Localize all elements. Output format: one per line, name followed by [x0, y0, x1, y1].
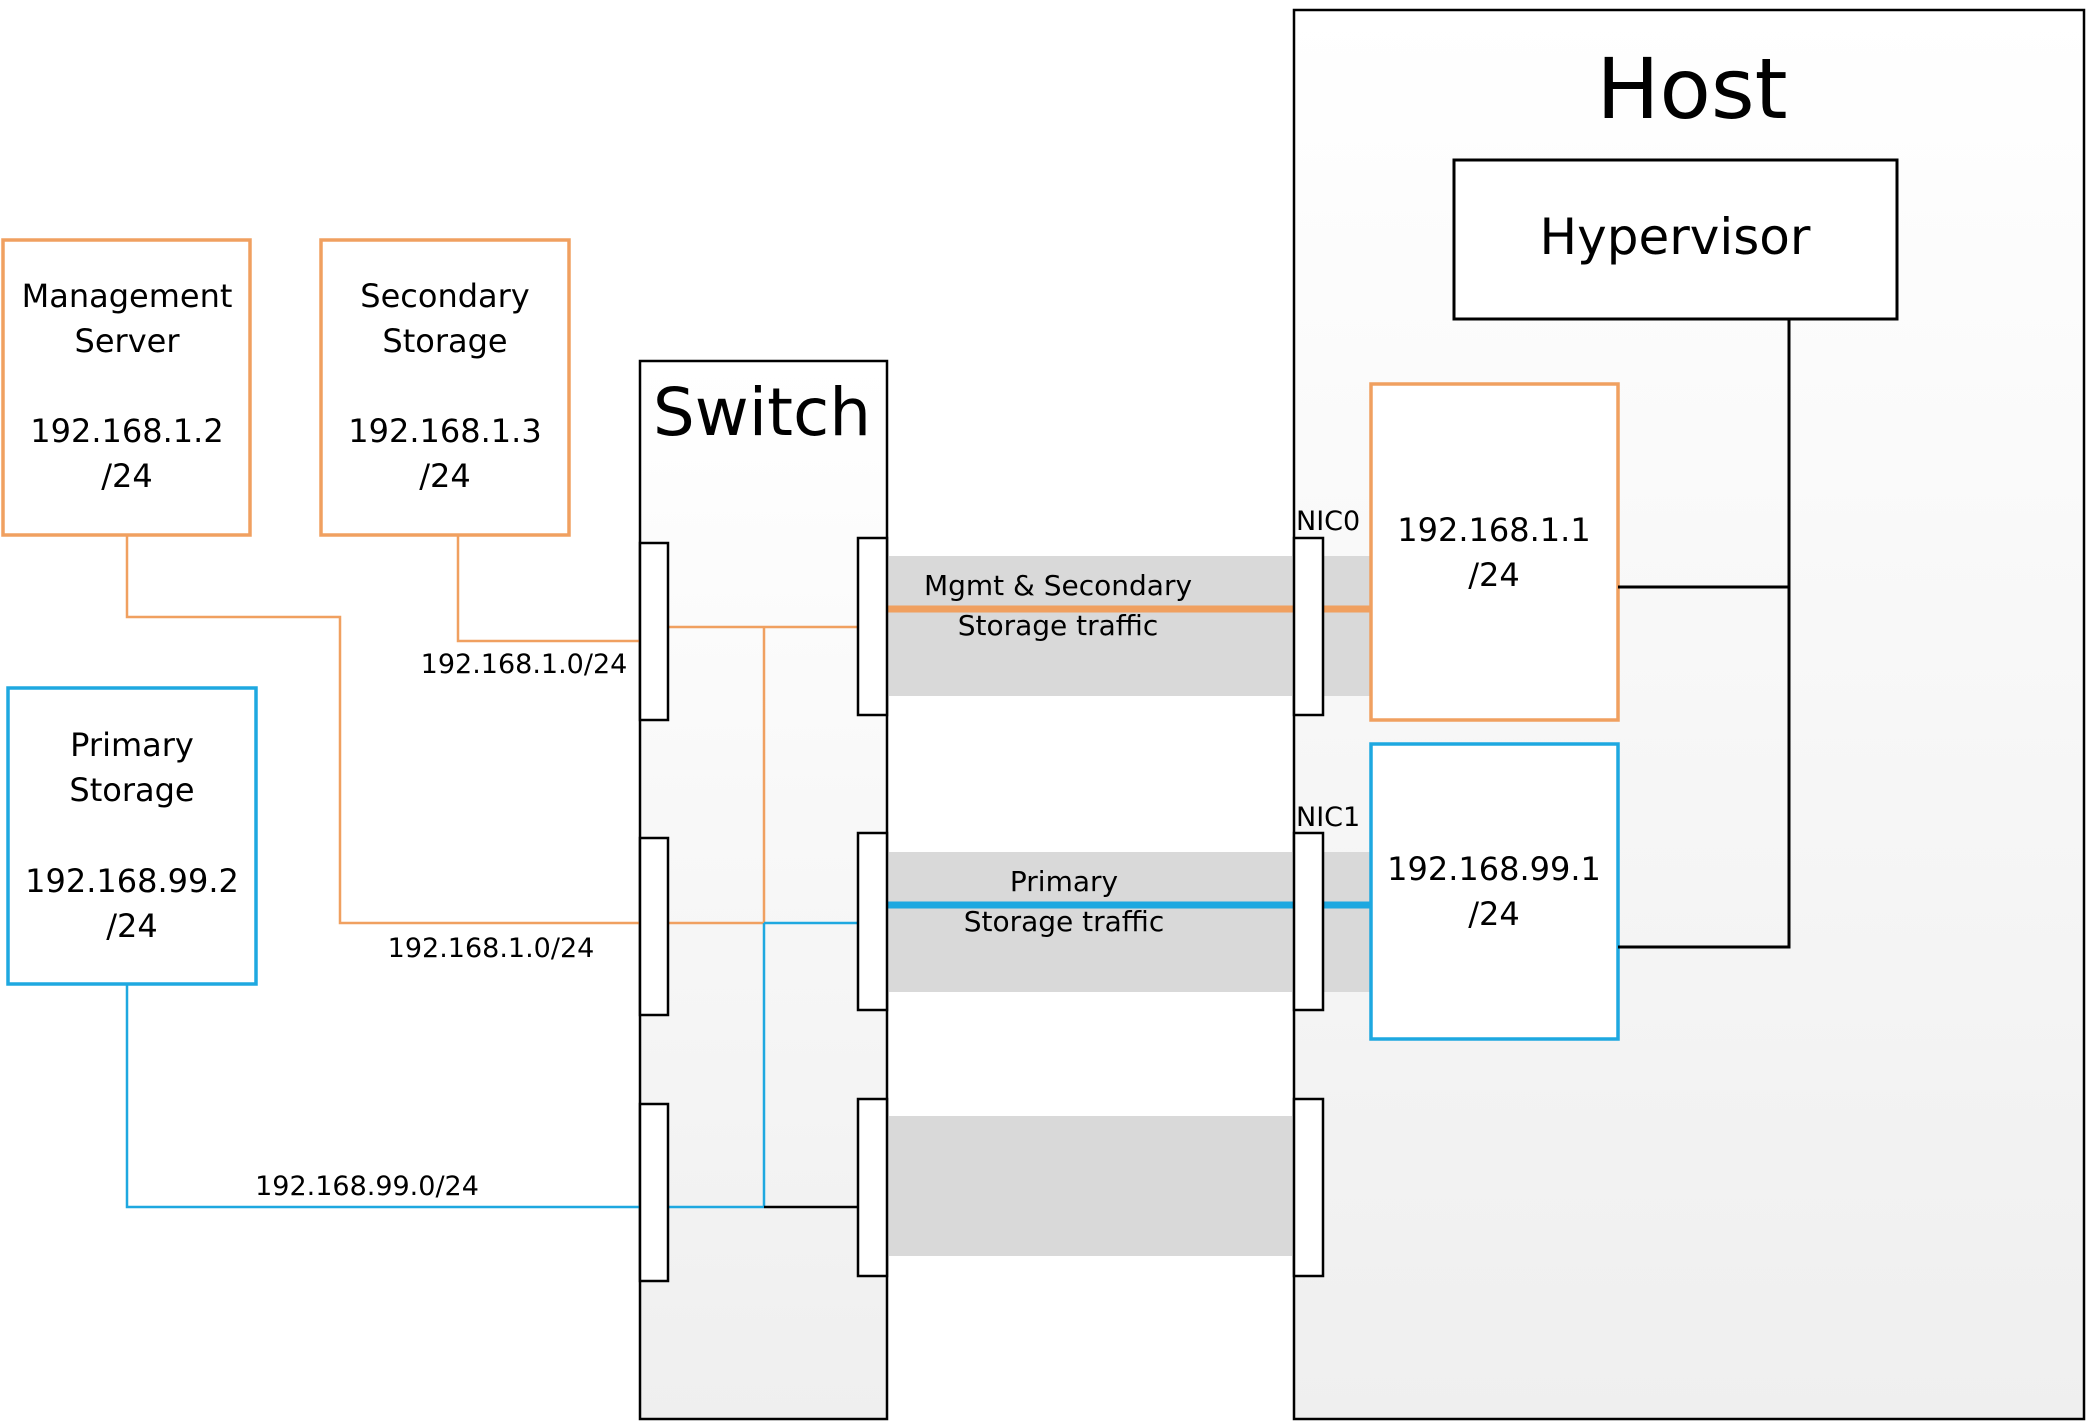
subnet-label-port3: 192.168.99.0/24	[255, 1171, 479, 1202]
nic1-mask: /24	[1468, 895, 1520, 933]
management-server-ip: 192.168.1.2	[30, 412, 223, 450]
unused-traffic-band	[887, 1116, 1294, 1256]
management-server-name-2: Server	[75, 322, 181, 360]
primary-storage-name-2: Storage	[69, 771, 194, 809]
management-server-mask: /24	[101, 457, 153, 495]
management-server-box	[1, 238, 252, 537]
primary-traffic-label-1: Primary	[1010, 865, 1118, 898]
primary-storage-mask: /24	[106, 907, 158, 945]
mgmt-traffic-label-2: Storage traffic	[958, 609, 1159, 642]
mgmt-traffic-band	[887, 556, 1371, 696]
secondary-storage-box	[319, 238, 571, 537]
primary-traffic-band	[887, 852, 1371, 992]
host-nic1-port	[1292, 831, 1325, 1012]
nic0-mask: /24	[1468, 556, 1520, 594]
management-server-name-1: Management	[22, 277, 233, 315]
secondary-storage-mask: /24	[419, 457, 471, 495]
nic1-label: NIC1	[1296, 802, 1360, 833]
primary-storage-link	[125, 984, 640, 1209]
hypervisor-bridge-line	[1618, 319, 1791, 949]
switch-port-right-1	[856, 536, 889, 717]
host-nic0-port	[1292, 536, 1325, 717]
nic1-ip: 192.168.99.1	[1387, 850, 1601, 888]
host-nic2-port	[1292, 1097, 1325, 1278]
switch-port-right-2	[856, 831, 889, 1012]
switch-port-left-3	[638, 1102, 670, 1283]
primary-traffic-label-2: Storage traffic	[964, 905, 1165, 938]
mgmt-traffic-label-1: Mgmt & Secondary	[924, 569, 1192, 602]
nic1-interface-box	[1369, 742, 1620, 1041]
hypervisor-box	[1452, 158, 1899, 321]
management-server-link	[125, 535, 640, 925]
switch-port-right-3	[856, 1097, 889, 1278]
subnet-label-port1: 192.168.1.0/24	[421, 649, 628, 680]
nic0-ip: 192.168.1.1	[1397, 511, 1590, 549]
secondary-storage-ip: 192.168.1.3	[348, 412, 541, 450]
primary-storage-name-1: Primary	[70, 726, 194, 764]
primary-storage-ip: 192.168.99.2	[25, 862, 239, 900]
switch-port-left-2	[638, 836, 670, 1017]
nic0-interface-box	[1369, 382, 1620, 722]
switch-port-left-1	[638, 541, 670, 722]
hypervisor-label: Hypervisor	[1540, 208, 1811, 266]
nic0-label: NIC0	[1296, 506, 1360, 537]
secondary-storage-name-1: Secondary	[360, 277, 529, 315]
secondary-storage-link	[456, 535, 640, 643]
switch-title: Switch	[653, 374, 871, 451]
host-title: Host	[1596, 40, 1787, 138]
subnet-label-port2: 192.168.1.0/24	[388, 933, 595, 964]
primary-storage-box	[6, 686, 258, 986]
secondary-storage-name-2: Storage	[382, 322, 507, 360]
